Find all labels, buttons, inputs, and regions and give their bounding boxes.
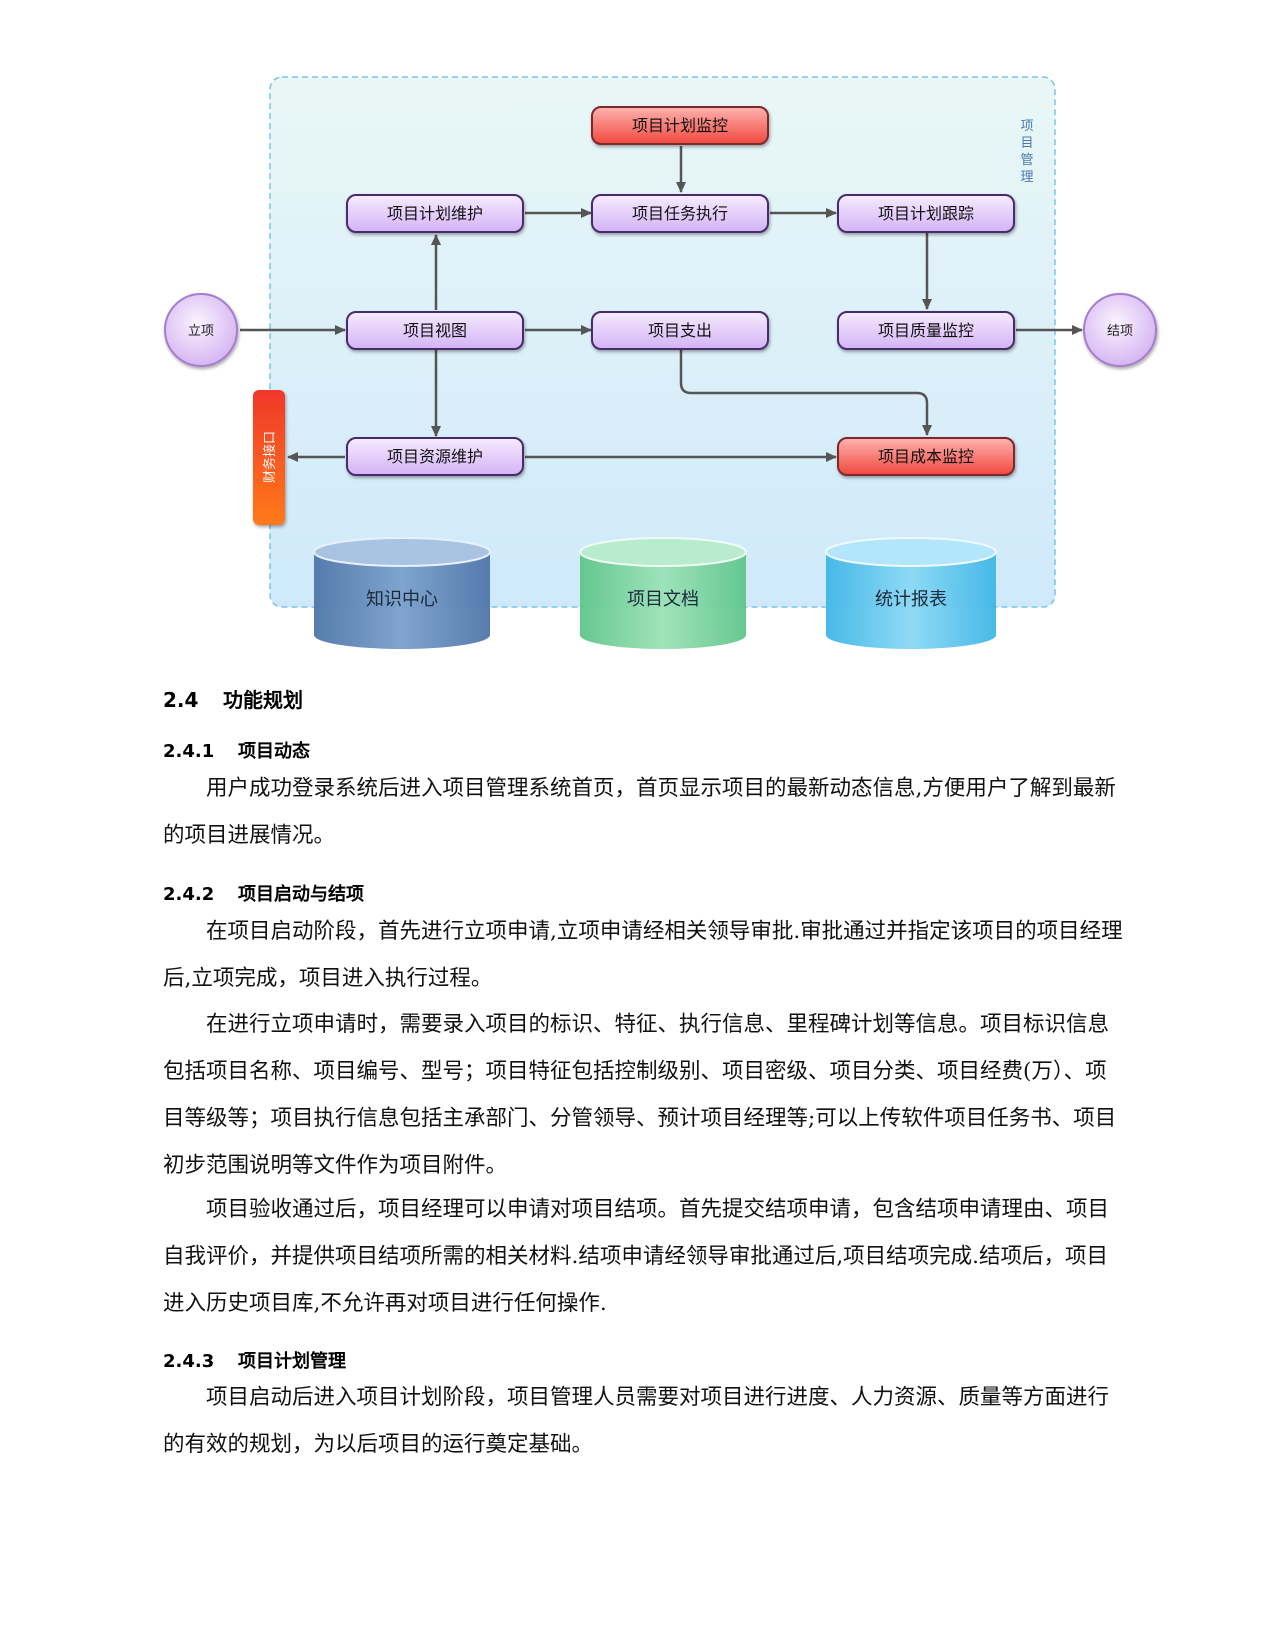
- db-stat-reports: 统计报表: [825, 537, 997, 649]
- db-stat-reports-label: 统计报表: [875, 589, 947, 610]
- node-task-exec: 项目任务执行: [591, 194, 769, 233]
- paragraph: 在进行立项申请时，需要录入项目的标识、特征、执行信息、里程碑计划等信息。项目标识…: [163, 1012, 1117, 1178]
- db-knowledge-center-label: 知识中心: [366, 589, 438, 610]
- section-number: 2.4.3: [163, 1351, 215, 1372]
- db-project-docs-label: 项目文档: [627, 589, 699, 610]
- section-title: 项目启动与结项: [238, 884, 364, 905]
- paragraph: 项目启动后进入项目计划阶段，项目管理人员需要对项目进行进度、人力资源、质量等方面…: [163, 1385, 1110, 1457]
- section-heading-2-4-1: 2.4.1 项目动态: [163, 737, 310, 763]
- section-title: 项目动态: [238, 741, 310, 762]
- node-plan-monitor: 项目计划监控: [591, 106, 769, 145]
- node-plan-maintain-label: 项目计划维护: [387, 204, 483, 223]
- node-plan-track: 项目计划跟踪: [837, 194, 1015, 233]
- section-number: 2.4: [163, 688, 199, 712]
- node-resource-label: 项目资源维护: [387, 447, 483, 466]
- node-plan-monitor-label: 项目计划监控: [632, 116, 728, 135]
- node-cost-label: 项目成本监控: [878, 447, 974, 466]
- paragraph: 在项目启动阶段，首先进行立项申请,立项申请经相关领导审批.审批通过并指定该项目的…: [163, 919, 1123, 991]
- side-label-char: 项: [1020, 119, 1033, 134]
- side-label-char: 管: [1020, 153, 1033, 168]
- node-cost: 项目成本监控: [837, 437, 1015, 476]
- section-number: 2.4.2: [163, 884, 215, 905]
- node-expense: 项目支出: [591, 311, 769, 350]
- node-task-exec-label: 项目任务执行: [632, 204, 728, 223]
- start-label: 立项: [188, 324, 214, 339]
- node-resource: 项目资源维护: [346, 437, 524, 476]
- project-management-diagram: 项目管理 财务接口 立项 结项 项目计划监控 项目计划维护 项目任务执行: [0, 0, 1275, 690]
- section-heading-2-4-2: 2.4.2 项目启动与结项: [163, 880, 364, 906]
- finance-interface: [253, 390, 285, 525]
- node-view: 项目视图: [346, 311, 524, 350]
- node-view-label: 项目视图: [403, 321, 467, 340]
- arrow-expense-to-cost: [679, 350, 932, 436]
- db-project-docs: 项目文档: [579, 537, 747, 649]
- node-expense-label: 项目支出: [648, 321, 712, 340]
- node-plan-maintain: 项目计划维护: [346, 194, 524, 233]
- section-heading-2-4: 2.4 功能规划: [163, 684, 303, 713]
- node-quality: 项目质量监控: [837, 311, 1015, 350]
- section-number: 2.4.1: [163, 741, 215, 762]
- end-node: 结项: [1083, 293, 1157, 367]
- side-label-char: 目: [1020, 136, 1033, 151]
- db-knowledge-center: 知识中心: [313, 537, 491, 649]
- paragraph: 项目验收通过后，项目经理可以申请对项目结项。首先提交结项申请，包含结项申请理由、…: [163, 1197, 1110, 1316]
- node-plan-track-label: 项目计划跟踪: [878, 204, 974, 223]
- paragraph: 用户成功登录系统后进入项目管理系统首页，首页显示项目的最新动态信息,方便用户了解…: [163, 776, 1116, 848]
- section-title: 项目计划管理: [238, 1351, 346, 1372]
- section-title: 功能规划: [223, 688, 303, 712]
- section-heading-2-4-3: 2.4.3 项目计划管理: [163, 1347, 346, 1373]
- finance-label: 财务接口: [262, 431, 278, 483]
- side-label: 项目管理: [1020, 119, 1033, 185]
- node-quality-label: 项目质量监控: [878, 321, 974, 340]
- start-node: 立项: [164, 293, 238, 367]
- end-label: 结项: [1107, 324, 1133, 339]
- side-label-char: 理: [1020, 170, 1033, 185]
